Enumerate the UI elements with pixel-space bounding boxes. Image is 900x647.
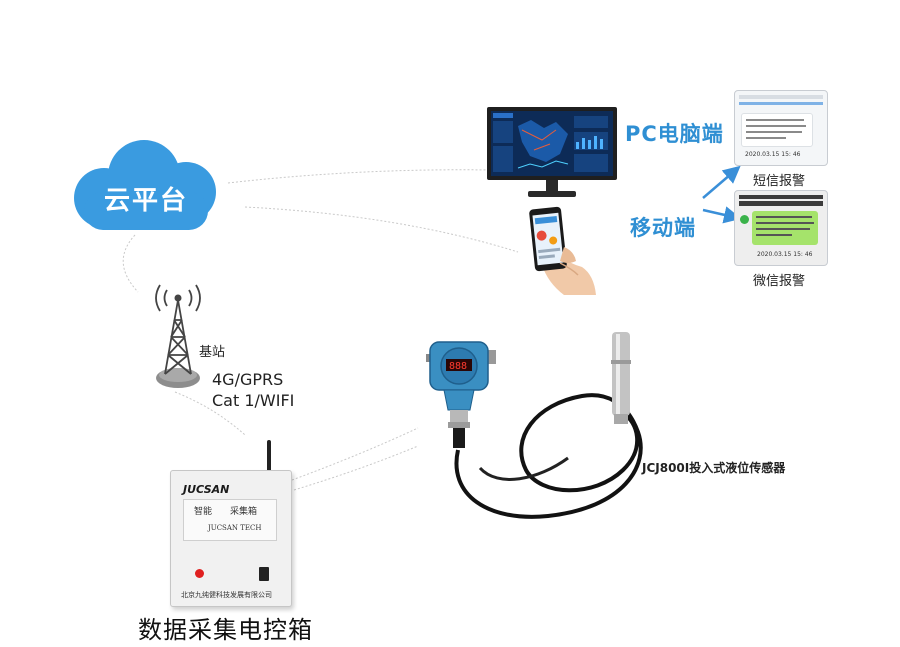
box-brand-tech: JUCSAN TECH: [208, 524, 262, 532]
box-brand: JUCSAN: [183, 483, 230, 496]
sms-header-bar: [739, 102, 823, 105]
wechat-timestamp: 2020.03.15 15: 46: [757, 251, 813, 258]
sms-timestamp: 2020.03.15 15: 46: [745, 151, 801, 158]
network-label-1: 4G/GPRS: [212, 370, 284, 389]
link-box-sensor-2: [293, 445, 419, 491]
pc-monitor-icon: [487, 107, 617, 197]
arrow-to-sms: [702, 165, 741, 199]
wechat-alert-card: 2020.03.15 15: 46: [734, 190, 828, 266]
cloud-label: 云平台: [104, 186, 189, 216]
link-cloud-pc: [227, 169, 493, 184]
sensor-label: JCJ800I投入式液位传感器: [642, 461, 786, 475]
wechat-label: 微信报警: [753, 274, 806, 289]
sms-status-bar: [739, 95, 823, 99]
cell-tower-icon: [155, 284, 201, 388]
sms-alert-card: 2020.03.15 15: 46: [734, 90, 828, 166]
box-panel-left: 智能: [194, 507, 213, 517]
box-company: 北京九纯健科技发展有限公司: [181, 591, 272, 599]
wechat-avatar: [740, 215, 749, 224]
svg-text:888: 888: [449, 361, 467, 372]
link-cloud-tower: [122, 234, 139, 293]
sms-bubble: [741, 113, 813, 147]
link-cloud-phone: [244, 206, 519, 253]
link-tower-box: [174, 391, 246, 436]
cloud-icon: [74, 140, 216, 230]
box-panel-right: 采集箱: [230, 507, 258, 517]
phone-in-hand-icon: [529, 206, 596, 295]
pc-label: PC电脑端: [625, 122, 724, 146]
level-sensor-icon: 888: [426, 332, 643, 519]
wechat-bubble: [752, 211, 818, 245]
mobile-label: 移动端: [630, 216, 696, 240]
wechat-header-bar: [739, 201, 823, 206]
network-label-2: Cat 1/WIFI: [212, 391, 295, 410]
wechat-status-bar: [739, 195, 823, 199]
arrow-to-wechat: [702, 206, 742, 224]
control-box-enclosure: JUCSAN 智能 采集箱 JUCSAN TECH 北京九纯健科技发展有限公司: [170, 470, 292, 607]
control-box-label: 数据采集电控箱: [138, 616, 313, 644]
link-box-sensor-1: [291, 427, 419, 481]
box-panel: 智能 采集箱 JUCSAN TECH: [183, 499, 277, 541]
base-station-label: 基站: [199, 345, 226, 360]
power-switch[interactable]: [259, 567, 269, 581]
sms-label: 短信报警: [753, 174, 806, 189]
indicator-light: [195, 569, 204, 578]
